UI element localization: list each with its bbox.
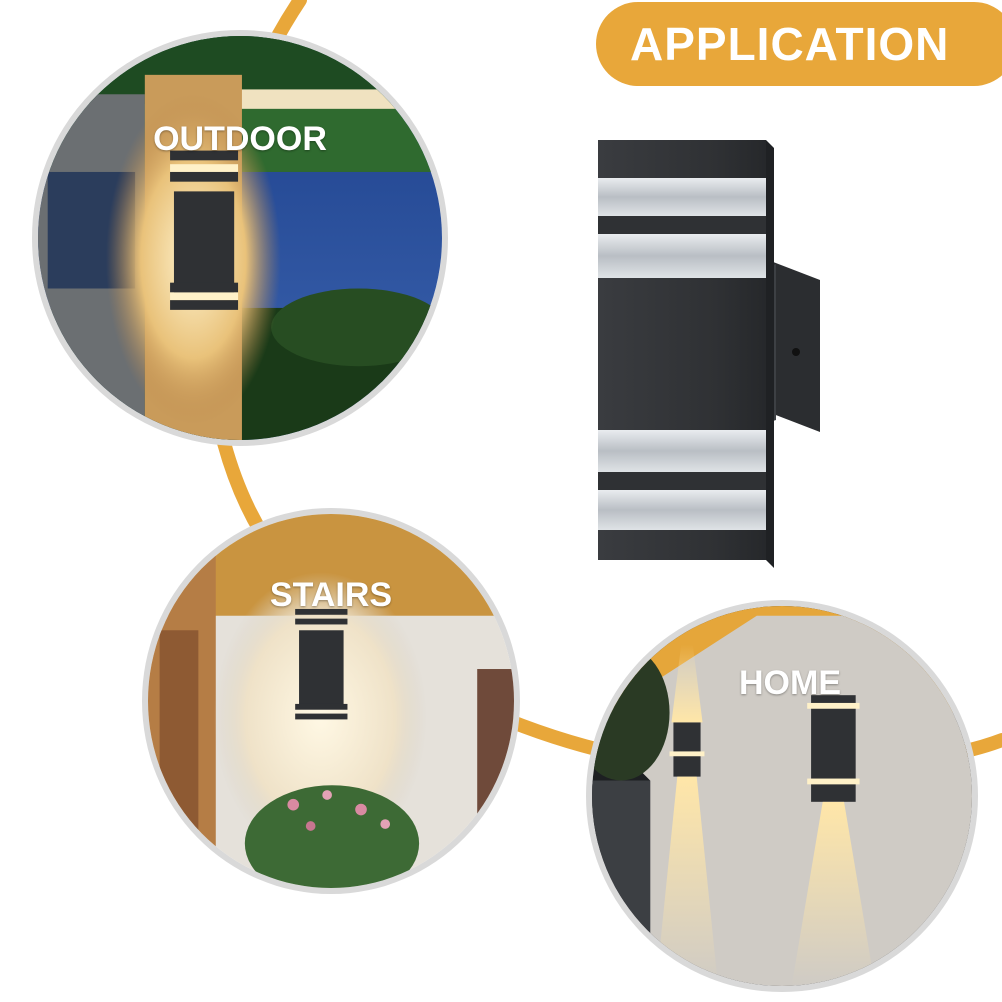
home-scene-image <box>592 606 972 986</box>
scene-outdoor: OUTDOOR <box>32 30 448 446</box>
heading-badge: APPLICATION <box>596 2 1002 86</box>
scene-label-outdoor: OUTDOOR <box>153 120 327 158</box>
scene-label-home: HOME <box>739 664 841 702</box>
stairs-scene-image <box>148 514 514 888</box>
heading-title: APPLICATION <box>630 18 950 70</box>
scene-label-stairs: STAIRS <box>269 576 393 614</box>
scene-stairs: STAIRS <box>142 508 520 894</box>
wall-lamp-product-image <box>598 140 820 568</box>
outdoor-scene-image <box>38 36 442 440</box>
scene-home: HOME <box>586 600 978 992</box>
